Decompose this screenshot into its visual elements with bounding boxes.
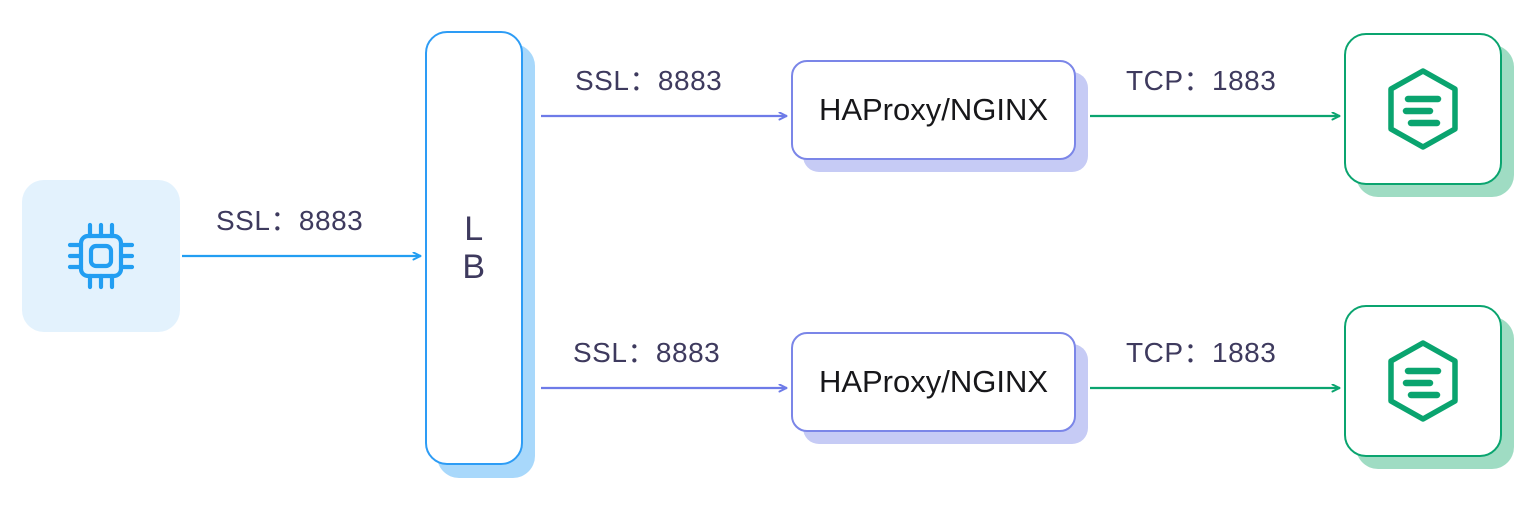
load-balancer-node[interactable]: L B — [425, 31, 523, 465]
cpu-chip-icon — [62, 217, 140, 295]
emqx-hexagon-icon — [1385, 67, 1461, 151]
broker-bottom-node[interactable] — [1344, 305, 1502, 457]
edge-label-lb-to-proxy-bottom: SSL：8883 — [573, 337, 721, 368]
emqx-hexagon-icon — [1385, 339, 1461, 423]
proxy-top-label: HAProxy/NGINX — [818, 92, 1049, 127]
broker-top-node[interactable] — [1344, 33, 1502, 185]
device-node[interactable] — [22, 180, 180, 332]
proxy-bottom-label: HAProxy/NGINX — [818, 364, 1049, 399]
edge-label-proxy-top-to-broker-top: TCP：1883 — [1126, 65, 1277, 96]
proxy-top-node[interactable]: HAProxy/NGINX — [791, 60, 1076, 160]
load-balancer-label-line2: B — [462, 248, 486, 286]
edge-label-lb-to-proxy-top: SSL：8883 — [575, 65, 723, 96]
proxy-bottom-node[interactable]: HAProxy/NGINX — [791, 332, 1076, 432]
edge-label-device-to-lb: SSL：8883 — [216, 205, 364, 236]
edge-label-proxy-bottom-to-broker-bottom: TCP：1883 — [1126, 337, 1277, 368]
load-balancer-label-line1: L — [464, 210, 484, 248]
